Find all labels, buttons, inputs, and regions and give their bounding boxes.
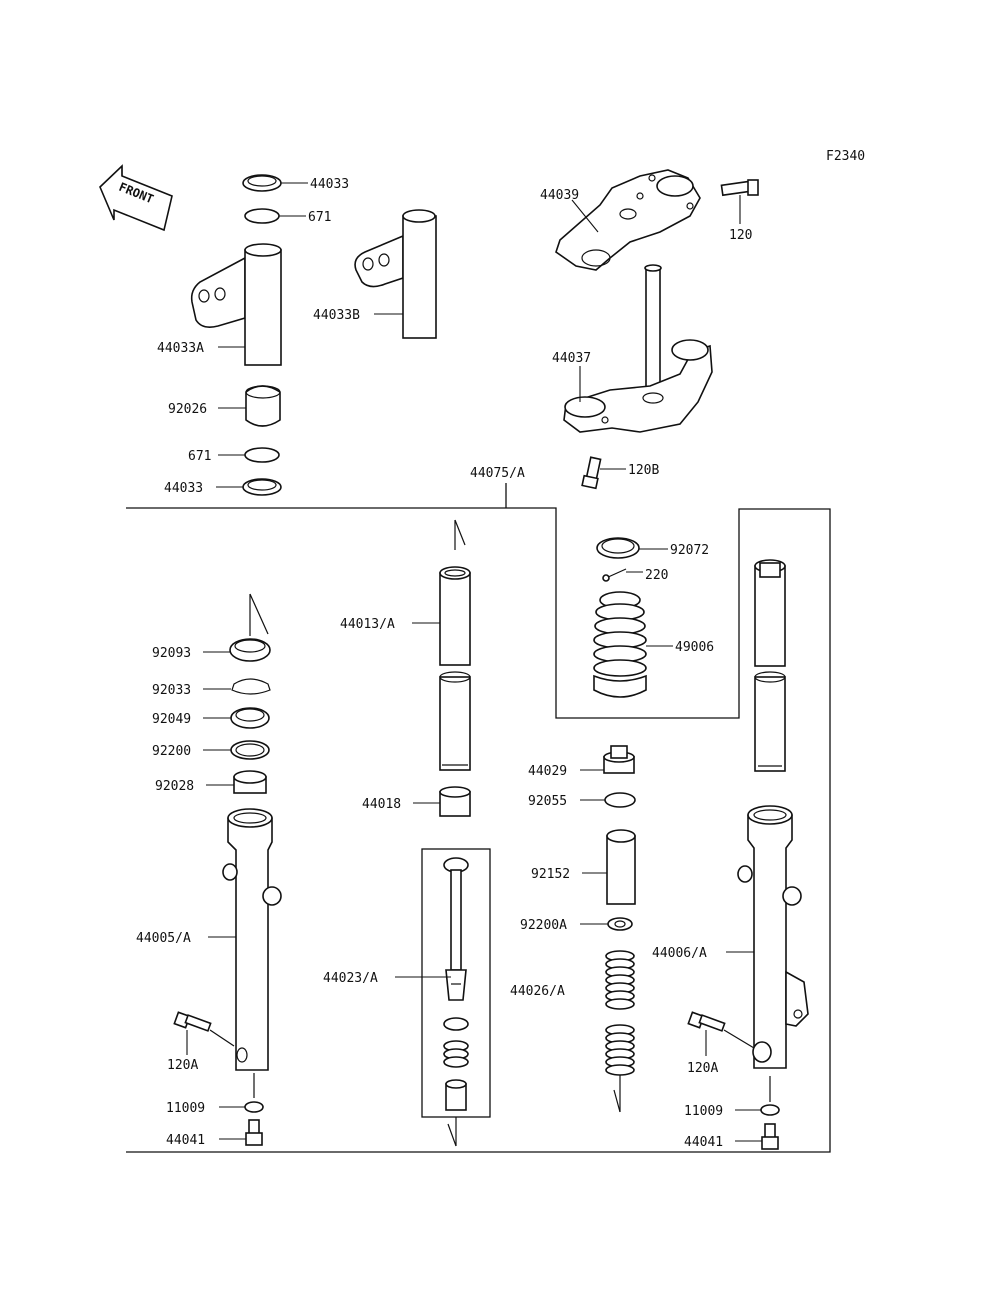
part-92055-oring — [580, 792, 636, 808]
part-92093-dust-seal — [203, 593, 271, 662]
label-120: 120 — [729, 228, 752, 243]
label-44006A: 44006/A — [652, 946, 707, 961]
front-arrow-icon: FRONT — [99, 164, 173, 232]
part-44033A-bracket — [190, 243, 282, 366]
label-671-bottom: 671 — [188, 449, 211, 464]
label-44023A: 44023/A — [323, 971, 378, 986]
figure-id: F2340 — [826, 149, 865, 164]
label-92049: 92049 — [152, 712, 191, 727]
label-120A-left: 120A — [167, 1058, 198, 1073]
part-44039-upper-clamp — [555, 169, 701, 271]
label-44039: 44039 — [540, 188, 579, 203]
label-92033: 92033 — [152, 683, 191, 698]
label-120A-right: 120A — [687, 1061, 718, 1076]
part-44037-stem — [563, 264, 713, 433]
label-92093: 92093 — [152, 646, 191, 661]
part-120-bolt — [720, 179, 759, 224]
label-44033-top: 44033 — [310, 177, 349, 192]
label-92200A: 92200A — [520, 918, 567, 933]
label-220: 220 — [645, 568, 668, 583]
part-44026A-spring — [605, 950, 635, 1113]
part-44018-bushing — [413, 786, 471, 817]
label-92152: 92152 — [531, 867, 570, 882]
label-92026: 92026 — [168, 402, 207, 417]
part-right-inner-tube — [754, 559, 786, 772]
label-92072: 92072 — [670, 543, 709, 558]
part-120A-left-bolt — [173, 1011, 235, 1055]
part-92033-retaining-ring — [203, 678, 271, 695]
label-44018: 44018 — [362, 797, 401, 812]
label-44041-right: 44041 — [684, 1135, 723, 1150]
part-44006A-outer-tube — [726, 805, 809, 1069]
part-120B-bolt — [581, 456, 626, 490]
assembly-bracket-44075A — [126, 483, 831, 1153]
label-44013A: 44013/A — [340, 617, 395, 632]
part-11009-left-washer — [219, 1073, 264, 1113]
part-44041-left-bolt — [219, 1119, 263, 1146]
part-92028-bushing — [206, 770, 267, 794]
part-49006-boot — [593, 591, 673, 698]
part-44005A-outer-tube — [208, 808, 282, 1071]
part-11009-right-washer — [735, 1076, 780, 1116]
label-49006: 49006 — [675, 640, 714, 655]
part-44033-top-cap — [242, 174, 308, 192]
part-92152-spacer — [582, 829, 636, 905]
part-120A-right-bolt — [687, 1011, 755, 1056]
part-92200-washer — [203, 740, 270, 760]
label-92055: 92055 — [528, 794, 567, 809]
label-671-top: 671 — [308, 210, 331, 225]
part-44029-cap-bolt — [580, 745, 635, 774]
label-92200: 92200 — [152, 744, 191, 759]
part-671-bottom-oring — [218, 447, 280, 463]
label-44005A: 44005/A — [136, 931, 191, 946]
part-44023A-cartridge — [395, 848, 491, 1147]
part-44033-bottom-cap — [216, 478, 282, 496]
label-44033B: 44033B — [313, 308, 360, 323]
label-11009-right: 11009 — [684, 1104, 723, 1119]
part-44013A-inner-tube — [412, 519, 471, 771]
label-120B: 120B — [628, 463, 659, 478]
part-92049-oil-seal — [203, 707, 270, 729]
label-44033A: 44033A — [157, 341, 204, 356]
label-44037: 44037 — [552, 351, 591, 366]
part-220-screw — [602, 568, 643, 582]
part-671-top-oring — [244, 208, 306, 224]
label-44026A: 44026/A — [510, 984, 565, 999]
label-44033-bottom: 44033 — [164, 481, 203, 496]
part-92072-clamp — [596, 537, 668, 559]
part-44041-right-bolt — [735, 1123, 779, 1150]
part-92200A-washer — [580, 917, 633, 931]
label-11009-left: 11009 — [166, 1101, 205, 1116]
label-92028: 92028 — [155, 779, 194, 794]
label-44029: 44029 — [528, 764, 567, 779]
part-92026-collar — [218, 385, 281, 427]
label-44041-left: 44041 — [166, 1133, 205, 1148]
label-44075A: 44075/A — [470, 466, 525, 481]
part-44033B-bracket — [354, 209, 437, 339]
